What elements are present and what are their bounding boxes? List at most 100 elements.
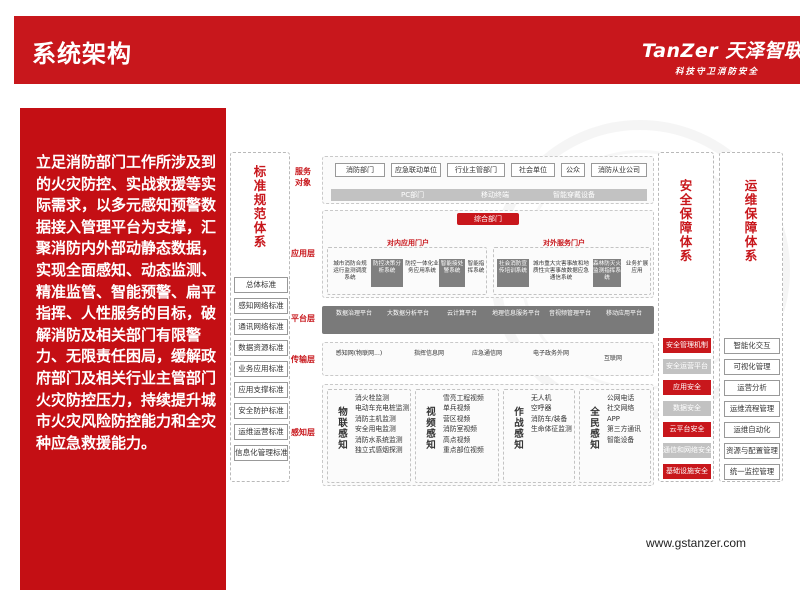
standards-item: 信息化管理标准 bbox=[234, 445, 288, 461]
ops-title-text: 运维保障体系 bbox=[744, 178, 758, 263]
sensing-group-title: 全民感知 bbox=[590, 407, 600, 451]
platform-item: 大数据分析平台 bbox=[386, 310, 429, 317]
terminal-wearable: 智能穿戴设备 bbox=[553, 191, 595, 199]
sensing-group bbox=[327, 389, 411, 483]
standards-title: 标准规范体系 bbox=[231, 165, 289, 249]
transport-item: 应急通信网 bbox=[471, 350, 502, 357]
sensing-item: 电动车充电桩监测 bbox=[355, 404, 410, 413]
service-target: 消防部门 bbox=[335, 163, 385, 177]
inner-app: 智能指挥系统 bbox=[467, 261, 485, 274]
security-column: 安全保障体系 安全管理机制安全运营平台应用安全数据安全云平台安全通信和网络安全基… bbox=[658, 152, 714, 482]
ops-item: 智能化交互 bbox=[724, 338, 780, 354]
sensing-group bbox=[503, 389, 575, 483]
sensing-group-list: 雪亮工程视频单兵视频营区视频消防室视频高点视频重点部位视频 bbox=[443, 393, 484, 455]
platform-item: 移动应用平台 bbox=[605, 310, 642, 317]
intro-panel: 立足消防部门工作所涉及到的火灾防控、实战救援等实际需求，以多元感知预警数据接入管… bbox=[20, 108, 226, 590]
standards-item: 感知网络标准 bbox=[234, 298, 288, 314]
website-url[interactable]: www.gstanzer.com bbox=[646, 536, 747, 550]
service-lane: 消防部门应急联动单位行业主管部门社会单位公众消防从业公司 PC部门 移动终端 智… bbox=[322, 156, 654, 204]
transport-item: 感知网(物联网...) bbox=[335, 350, 383, 357]
outer-app: 社会消防宣传培训系统 bbox=[497, 259, 529, 287]
inner-portal-title: 对内应用门户 bbox=[387, 239, 429, 247]
layer-label-service-text: 服务对象 bbox=[295, 167, 311, 187]
header-bar: 系统架构 TanZer 天泽智联 科技守卫消防安全 bbox=[14, 16, 800, 84]
transport-item: 电子政务外网 bbox=[532, 350, 569, 357]
service-target: 公众 bbox=[561, 163, 585, 177]
security-item: 通信和网络安全 bbox=[663, 443, 711, 458]
inner-app: 城市消防合规运行监测调度系统 bbox=[333, 261, 367, 281]
ops-item: 资源与配置管理 bbox=[724, 443, 780, 459]
sensing-item: 营区视频 bbox=[443, 414, 471, 423]
sensing-item: 第三方通讯 bbox=[607, 425, 641, 434]
sensing-group-title: 视频感知 bbox=[426, 407, 436, 451]
inner-app: 防控一体化业务应用系统 bbox=[405, 261, 439, 274]
sensing-item: 智能设备 bbox=[607, 435, 635, 444]
sensing-item: 空呼器 bbox=[531, 404, 552, 413]
security-title: 安全保障体系 bbox=[659, 179, 713, 263]
ops-column: 运维保障体系 智能化交互可视化管理运营分析运维流程管理运维自动化资源与配置管理统… bbox=[719, 152, 783, 482]
logo-slogan: 科技守卫消防安全 bbox=[674, 67, 759, 77]
sensing-group-list: 消火栓监测电动车充电桩监测消防主机监测安全用电监测消防水系统监测独立式感烟探测 bbox=[355, 393, 409, 455]
security-item: 云平台安全 bbox=[663, 422, 711, 437]
terminal-pc: PC部门 bbox=[401, 191, 425, 199]
sensing-item: 单兵视频 bbox=[443, 404, 471, 413]
logo-wordmark: TanZer 天泽智联 bbox=[642, 40, 800, 62]
sensing-item: 安全用电监测 bbox=[355, 425, 396, 434]
outer-app: 业务扩展应用 bbox=[625, 261, 649, 274]
outer-portal-group bbox=[493, 247, 651, 295]
platform-bar: 数据治理平台大数据分析平台云计算平台地理信息服务平台音视频管理平台移动应用平台 bbox=[322, 306, 654, 334]
inner-app: 防控决策分析系统 bbox=[371, 259, 403, 287]
security-item: 基础设施安全 bbox=[663, 464, 711, 479]
sensing-item: 高点视频 bbox=[443, 435, 471, 444]
outer-app: 城市重大灾害事故和地质性灾害事故数据应急通信系统 bbox=[533, 261, 589, 281]
inner-portal-group bbox=[327, 247, 487, 295]
sensing-group-list: 无人机空呼器消防车/装备生命体征监测 bbox=[531, 393, 572, 435]
service-target: 行业主管部门 bbox=[447, 163, 505, 177]
platform-item: 云计算平台 bbox=[446, 310, 477, 317]
sensing-item: 无人机 bbox=[531, 394, 552, 402]
security-item: 安全运营平台 bbox=[663, 359, 711, 374]
standards-column: 标准规范体系 总体标准感知网络标准通讯网络标准数据资源标准业务应用标准应用支撑标… bbox=[230, 152, 290, 482]
terminal-bar: PC部门 移动终端 智能穿戴设备 bbox=[331, 189, 647, 201]
transport-lane: 感知网(物联网...) 指挥信息网 应急通信网 电子政务外网互联网 bbox=[322, 342, 654, 376]
ops-item: 可视化管理 bbox=[724, 359, 780, 375]
sensing-item: 消防水系统监测 bbox=[355, 435, 403, 444]
app-lane: 综合部门 对内应用门户 对外服务门户 城市消防合规运行监测调度系统防控决策分析系… bbox=[322, 210, 654, 298]
inner-app: 智能接处警系统 bbox=[439, 259, 465, 287]
security-item: 数据安全 bbox=[663, 401, 711, 416]
standards-item: 应用支撑标准 bbox=[234, 382, 288, 398]
transport-item: 指挥信息网 bbox=[413, 350, 444, 357]
ops-item: 统一监控管理 bbox=[724, 464, 780, 480]
outer-app: 森林防灭火监测指挥系统 bbox=[593, 259, 621, 287]
terminal-mobile: 移动终端 bbox=[481, 191, 509, 199]
sensing-group-title: 作战感知 bbox=[514, 407, 524, 451]
sensing-item: 公网电话 bbox=[607, 394, 635, 402]
standards-item: 运维运营标准 bbox=[234, 424, 288, 440]
sensing-item: 社交网络 bbox=[607, 404, 635, 413]
sensing-group bbox=[415, 389, 499, 483]
ops-title: 运维保障体系 bbox=[720, 179, 782, 263]
company-logo: TanZer 天泽智联 科技守卫消防安全 bbox=[642, 36, 800, 77]
ops-item: 运营分析 bbox=[724, 380, 780, 396]
security-item: 应用安全 bbox=[663, 380, 711, 395]
standards-item: 业务应用标准 bbox=[234, 361, 288, 377]
sensing-lane: 物联感知消火栓监测电动车充电桩监测消防主机监测安全用电监测消防水系统监测独立式感… bbox=[322, 384, 654, 486]
service-target: 应急联动单位 bbox=[391, 163, 441, 177]
security-item: 安全管理机制 bbox=[663, 338, 711, 353]
service-target: 消防从业公司 bbox=[591, 163, 647, 177]
standards-item: 数据资源标准 bbox=[234, 340, 288, 356]
sensing-item: 消火栓监测 bbox=[355, 394, 389, 402]
intro-text: 立足消防部门工作所涉及到的火灾防控、实战救援等实际需求，以多元感知预警数据接入管… bbox=[36, 153, 217, 452]
portal-label: 综合部门 bbox=[457, 213, 519, 225]
sensing-item: 生命体征监测 bbox=[531, 425, 572, 434]
platform-item: 数据治理平台 bbox=[335, 310, 372, 317]
layer-label-sensing: 感知层 bbox=[291, 428, 315, 437]
outer-portal-title: 对外服务门户 bbox=[543, 239, 585, 247]
ops-item: 运维流程管理 bbox=[724, 401, 780, 417]
sensing-item: 消防室视频 bbox=[443, 425, 477, 434]
sensing-item: 雪亮工程视频 bbox=[443, 394, 484, 402]
transport-item: 互联网 bbox=[603, 355, 622, 362]
sensing-group-title: 物联感知 bbox=[338, 407, 348, 451]
layer-label-transport: 传输层 bbox=[291, 355, 315, 364]
